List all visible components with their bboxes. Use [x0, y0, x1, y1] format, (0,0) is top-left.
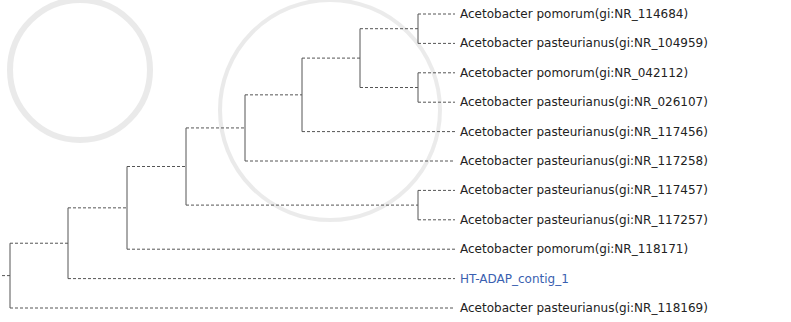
branch-line: [245, 94, 302, 95]
taxon-label: Acetobacter pasteurianus(gi:NR_026107): [459, 94, 709, 110]
branch-line: [68, 207, 127, 208]
branch-line: [418, 72, 455, 73]
taxon-label: Acetobacter pasteurianus(gi:NR_117457): [459, 182, 709, 198]
branch-line: [418, 190, 455, 191]
branch-line: [418, 43, 455, 44]
node-bar: [186, 128, 187, 205]
branch-line: [418, 14, 455, 15]
branch-line: [10, 308, 455, 309]
branch-line: [68, 278, 455, 279]
taxon-label: Acetobacter pomorum(gi:NR_042112): [459, 65, 689, 81]
branch-line: [360, 87, 418, 88]
taxon-label: Acetobacter pasteurianus(gi:NR_118169): [459, 300, 709, 316]
branch-line: [302, 58, 360, 59]
branch-line: [418, 219, 455, 220]
branch-line: [2, 275, 10, 276]
tree-branches: [2, 14, 455, 308]
branch-line: [302, 131, 455, 132]
watermark-logo: [10, 0, 440, 220]
node-bar: [127, 167, 128, 250]
branch-line: [360, 28, 418, 29]
taxon-label: Acetobacter pasteurianus(gi:NR_117456): [459, 124, 709, 140]
taxon-label: Acetobacter pasteurianus(gi:NR_104959): [459, 35, 709, 51]
taxon-label: Acetobacter pasteurianus(gi:NR_117257): [459, 212, 709, 228]
branch-line: [418, 102, 455, 103]
branch-line: [127, 249, 455, 250]
branch-line: [186, 127, 245, 128]
taxon-label: Acetobacter pomorum(gi:NR_114684): [459, 6, 689, 22]
branch-line: [10, 243, 68, 244]
taxon-label: Acetobacter pomorum(gi:NR_118171): [459, 241, 689, 257]
branch-line: [127, 166, 186, 167]
branch-line: [245, 161, 455, 162]
node-bar: [245, 95, 246, 161]
taxon-label: Acetobacter pasteurianus(gi:NR_117258): [459, 153, 709, 169]
branch-line: [186, 205, 418, 206]
taxon-label: HT-ADAP_contig_1: [459, 271, 570, 287]
